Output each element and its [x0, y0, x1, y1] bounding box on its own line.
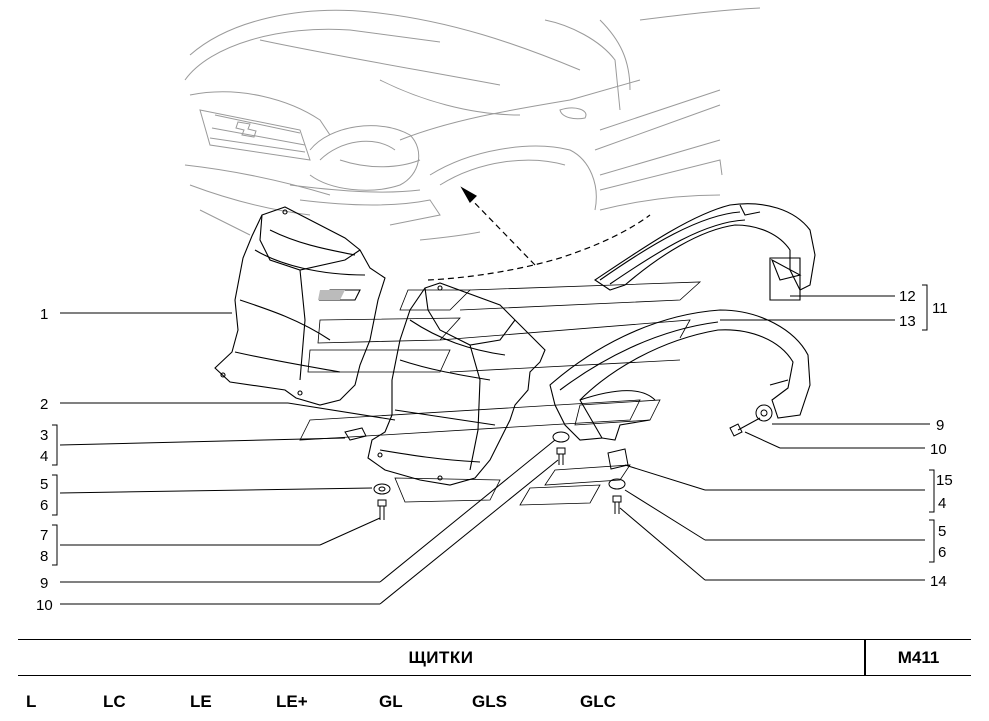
wheel-arch-liner: [549, 309, 811, 441]
callout-10b: 10: [930, 441, 947, 458]
shading-bands: [299, 281, 702, 506]
callout-11: 11: [932, 300, 948, 317]
callout-2: 2: [40, 396, 48, 413]
arch-extension: [594, 203, 816, 301]
callout-labels: 1 2 3 4 5 6 7 8 9 10 12 11 13 9 10 15 4 …: [36, 288, 953, 614]
callout-5b: 5: [938, 523, 946, 540]
callout-7: 7: [40, 527, 48, 544]
variant-l: L: [26, 692, 37, 711]
callout-3: 3: [40, 427, 48, 444]
callout-9: 9: [40, 575, 48, 592]
variant-glc: GLC: [580, 692, 616, 711]
title-divider: [864, 639, 866, 676]
shield-2: [367, 282, 546, 486]
arrow-dashed: [427, 186, 651, 281]
leader-lines: [59, 295, 930, 605]
variant-le: LE: [190, 692, 212, 711]
callout-12: 12: [899, 288, 916, 305]
variant-gl: GL: [379, 692, 403, 711]
trim-variants: L LC LE LE+ GL GLS GLC: [0, 690, 989, 718]
callout-1: 1: [40, 306, 48, 323]
section-code: M411: [897, 647, 940, 667]
title-frame: [18, 639, 971, 676]
car-body-outline: [184, 7, 761, 241]
variant-le-plus: LE+: [276, 692, 308, 711]
callout-13: 13: [899, 313, 916, 330]
parts-diagram: 1 2 3 4 5 6 7 8 9 10 12 11 13 9 10 15 4 …: [36, 7, 953, 614]
callout-10: 10: [36, 597, 53, 614]
callout-14: 14: [930, 573, 947, 590]
callout-brackets: [52, 284, 935, 566]
callout-4b: 4: [938, 495, 946, 512]
variant-lc: LC: [103, 692, 126, 711]
shield-1-shade: [318, 290, 345, 300]
callout-9b: 9: [936, 417, 944, 434]
callout-4: 4: [40, 448, 48, 465]
callout-5: 5: [40, 476, 48, 493]
page-title: ЩИТКИ: [408, 647, 474, 667]
callout-6: 6: [40, 497, 48, 514]
callout-6b: 6: [938, 544, 946, 561]
shield-1: [214, 206, 386, 406]
callout-15: 15: [936, 472, 953, 489]
variant-gls: GLS: [472, 692, 507, 711]
callout-8: 8: [40, 548, 48, 565]
fasteners: [344, 404, 773, 520]
